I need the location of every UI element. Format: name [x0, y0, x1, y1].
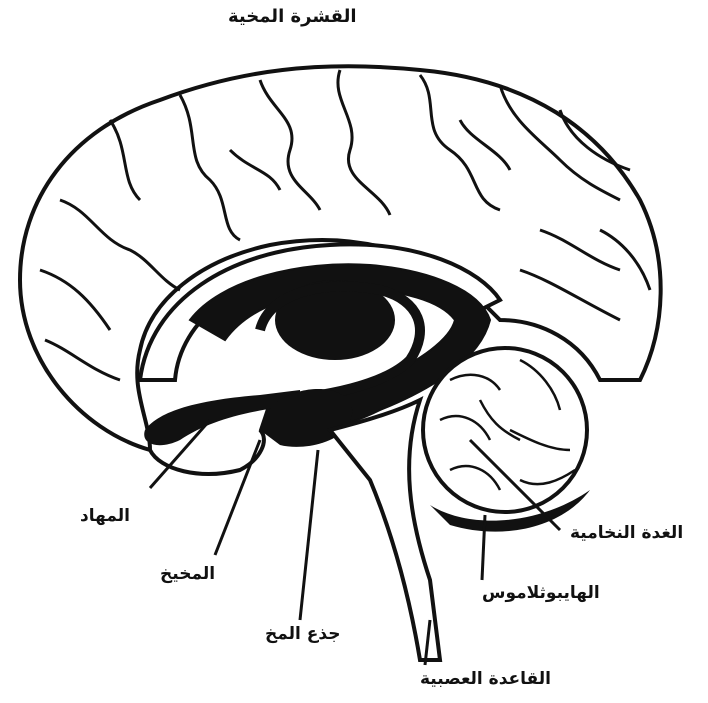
- label-hippocampus: الهايبوثلاموس: [482, 585, 600, 602]
- label-hypothalamus: المهاد: [80, 508, 130, 525]
- diagram-title: القشرة المخية: [228, 8, 357, 26]
- label-brainstem: جذع المخ: [265, 626, 340, 643]
- label-thalamus: المخيخ: [160, 566, 215, 583]
- label-pineal: الغدة النخامية: [570, 525, 683, 542]
- label-base: القاعدة العصبية: [420, 671, 551, 688]
